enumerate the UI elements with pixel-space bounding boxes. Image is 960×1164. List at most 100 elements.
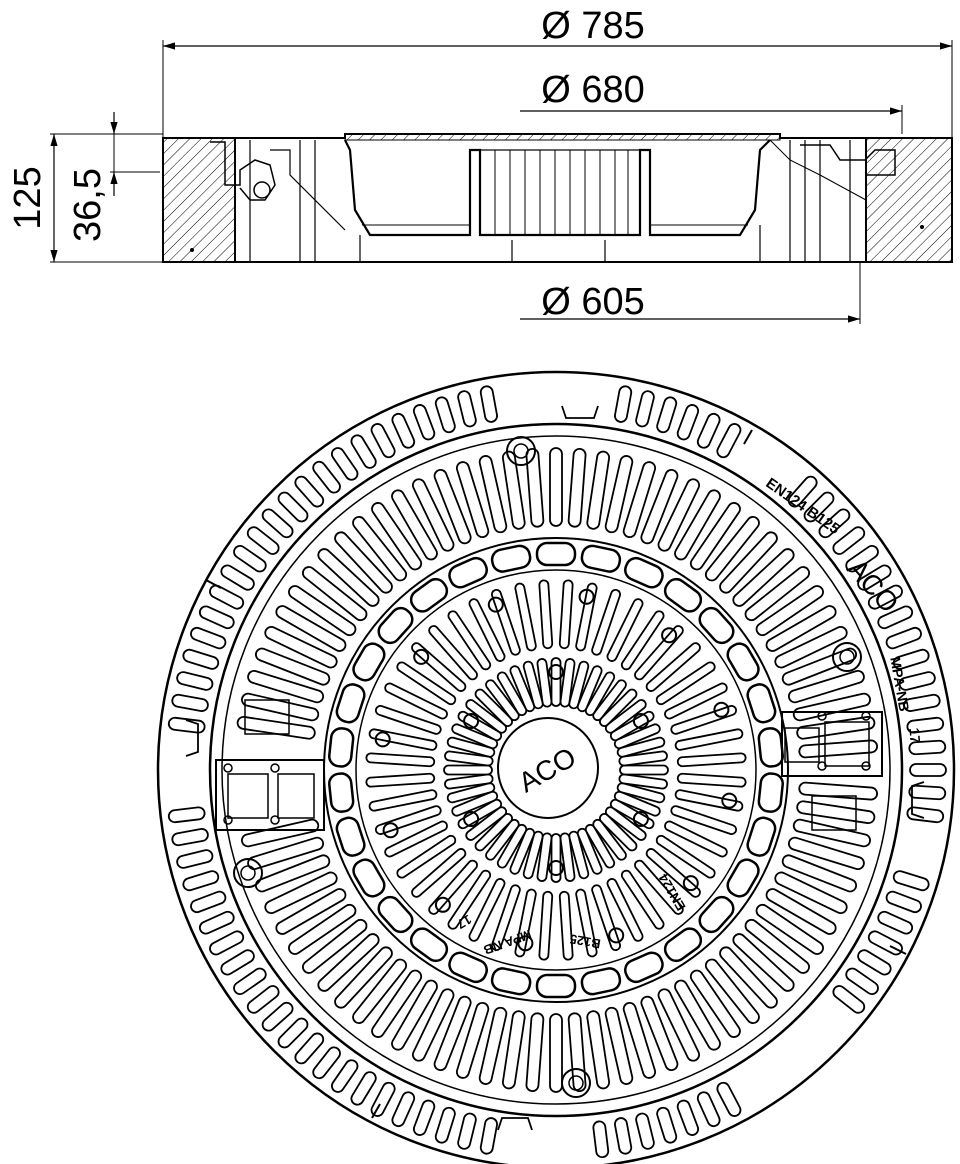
cover-slot — [549, 1013, 563, 1093]
cover-edge-circle — [221, 435, 891, 1105]
capsule-slot — [409, 927, 449, 963]
cover-slot — [455, 461, 490, 539]
inner-slot — [655, 661, 716, 706]
inner-slot — [384, 820, 448, 858]
inner-slot — [599, 688, 638, 727]
cover-slot — [755, 903, 824, 955]
inner-slot — [411, 848, 467, 898]
frame-slot — [696, 1091, 721, 1128]
inner-slot — [411, 642, 467, 692]
inner-slot — [365, 772, 436, 788]
cover-slot — [254, 854, 331, 893]
inner-slot — [457, 798, 503, 830]
cover-slot — [334, 531, 393, 594]
frame-marking-code: 17 — [906, 727, 923, 744]
inner-slot — [465, 699, 508, 734]
frame-slot — [909, 763, 947, 777]
frame-slot — [857, 564, 892, 591]
cover-slot — [371, 502, 423, 571]
inner-slot — [444, 750, 494, 767]
cover-slot — [704, 515, 760, 582]
capsule-slot — [726, 642, 760, 682]
cover-slot — [241, 692, 320, 722]
inner-slot — [620, 610, 665, 671]
pin-boss — [578, 588, 595, 605]
inner-slot — [591, 884, 621, 952]
inner-slot — [474, 813, 513, 852]
frame-slot — [614, 1117, 633, 1155]
frame-slot — [877, 605, 914, 630]
inner-slot — [522, 660, 544, 710]
dimension-opening-diameter: Ø 605 — [520, 262, 861, 324]
inner-slot — [468, 598, 506, 662]
cover-slot — [288, 585, 357, 637]
cover-slot — [301, 566, 368, 622]
inner-slot — [496, 671, 528, 717]
frame-slot — [906, 806, 945, 824]
inner-slot — [374, 805, 442, 835]
cover-slot — [755, 585, 824, 637]
pin-boss — [713, 701, 730, 718]
frame-slot — [892, 870, 930, 892]
frame-slot — [233, 544, 267, 573]
cover-slot — [765, 605, 837, 652]
inner-capsule-ring — [328, 541, 784, 999]
cover-slot — [798, 739, 879, 759]
frame-slot — [635, 390, 655, 428]
frame-slot — [787, 475, 818, 508]
cover-slot — [371, 969, 423, 1038]
inner-slot — [592, 679, 627, 722]
inner-slot — [474, 688, 513, 727]
capsule-slot — [580, 544, 622, 573]
inner-slot — [616, 736, 666, 758]
cover-slot — [247, 669, 325, 704]
cover-slot — [792, 818, 871, 848]
frame-slot — [233, 967, 267, 996]
cover-slot — [411, 478, 455, 552]
inner-slot — [592, 818, 627, 861]
cover-slot — [254, 647, 331, 686]
capsule-slot — [409, 577, 449, 613]
cover-slot — [317, 548, 380, 607]
inner-slot — [676, 752, 747, 768]
inner-slot — [447, 610, 492, 671]
cover-slot — [478, 455, 508, 534]
frame-slot — [867, 584, 903, 610]
inner-slot — [509, 827, 536, 875]
pin-boss — [413, 648, 430, 665]
inner-slot — [676, 772, 747, 788]
capsule-slot — [580, 967, 622, 996]
frame-slot — [330, 1059, 359, 1093]
inner-slot — [591, 588, 621, 656]
inner-slot — [468, 878, 506, 942]
frame-slot — [312, 1046, 341, 1080]
frame-slot — [277, 1017, 309, 1049]
cover-slot — [798, 781, 879, 801]
frame-slot — [832, 526, 866, 555]
frame-slot — [885, 626, 922, 650]
frame-slot — [892, 648, 930, 670]
frame-slot — [167, 716, 206, 734]
inner-slot — [618, 750, 668, 767]
pin-boss — [548, 664, 564, 680]
inner-slot — [575, 582, 598, 652]
cover-slot — [301, 918, 368, 974]
frame-inner-circle — [208, 422, 904, 1118]
frame-slot — [867, 930, 903, 956]
frame-slot — [391, 1091, 416, 1128]
frame-slot — [176, 849, 214, 869]
capsule-slot — [726, 858, 760, 898]
inner-slot — [645, 642, 701, 692]
inner-slot — [616, 782, 666, 804]
inner-slot — [451, 790, 499, 817]
frame-slot — [832, 985, 866, 1014]
frame-slot — [676, 404, 700, 441]
frame-slot — [220, 564, 255, 591]
frame-slot — [696, 412, 721, 449]
outer-frame-circle — [156, 370, 956, 1164]
capsule-slot — [746, 683, 777, 724]
cover-slot — [478, 1006, 508, 1085]
cover-slot — [352, 958, 408, 1025]
pin-boss — [682, 875, 699, 892]
cover-slot — [264, 625, 338, 669]
